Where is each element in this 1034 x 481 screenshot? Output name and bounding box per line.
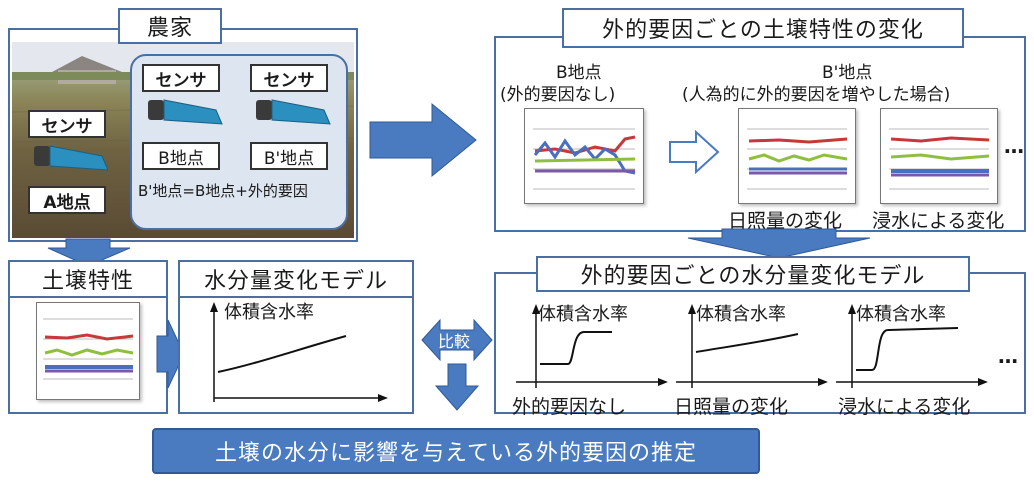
compare-label: 比較 xyxy=(438,332,471,351)
sensor-bprime-icon xyxy=(256,99,331,125)
sensor-b-icon xyxy=(148,99,223,125)
soil-props-title: 土壌特性 xyxy=(8,260,168,298)
factor-none-caption: 外的要因なし xyxy=(512,396,627,418)
moisture-y-axis-label: 体積含水率 xyxy=(224,302,314,323)
soil-props-chart-plot xyxy=(43,318,134,380)
factor-sunlight-caption: 日照量の変化 xyxy=(674,396,789,418)
soil-props-chart xyxy=(36,302,140,400)
factor-none-y-axis: 体積含水率 xyxy=(538,304,628,325)
arrow-down-wide xyxy=(687,228,871,259)
sensor-label-b: センサ xyxy=(142,64,220,92)
compare-double-arrow xyxy=(421,318,493,411)
hollow-arrow-icon xyxy=(669,130,720,174)
point-bprime-label: B'地点 xyxy=(250,142,328,170)
sunlight-soil-chart xyxy=(738,108,856,204)
sensor-label-bprime: センサ xyxy=(250,64,328,92)
conclusion-banner: 土壌の水分に影響を与えている外的要因の推定 xyxy=(152,428,760,474)
factor-models-title: 外的要因ごとの水分量変化モデル xyxy=(536,256,970,292)
arrow-right-large xyxy=(369,102,477,178)
factor-flood-y-axis: 体積含水率 xyxy=(856,304,946,325)
point-b-label: B地点 xyxy=(142,142,220,170)
point-a-label: A地点 xyxy=(28,186,106,214)
flood-soil-chart-plot xyxy=(889,128,990,190)
sensor-label-a: センサ xyxy=(28,110,106,138)
b-point-sub: (外的要因なし) xyxy=(500,85,616,105)
equation-text: B'地点=B地点+外的要因 xyxy=(138,182,308,200)
factor-graph-flood xyxy=(836,304,988,388)
arrow-right-small xyxy=(156,319,185,389)
caption-sunlight: 日照量の変化 xyxy=(728,210,843,232)
bprime-point-sub: (人為的に外的要因を増やした場合) xyxy=(682,85,951,105)
flood-soil-chart xyxy=(880,108,998,204)
caption-flood: 浸水による変化 xyxy=(872,210,1005,232)
arrow-down-small xyxy=(47,238,131,267)
soil-ellipsis: … xyxy=(1004,134,1024,158)
farmer-title: 農家 xyxy=(118,8,222,44)
factor-flood-caption: 浸水による変化 xyxy=(838,396,971,418)
factor-sunlight-y-axis: 体積含水率 xyxy=(696,304,786,325)
factor-ellipsis: … xyxy=(998,344,1018,368)
moisture-model-title: 水分量変化モデル xyxy=(178,260,414,298)
factor-graph-sunlight xyxy=(676,304,828,388)
sunlight-soil-chart-plot xyxy=(747,128,848,190)
moisture-model-graph xyxy=(210,302,388,402)
b-soil-chart xyxy=(524,108,644,204)
factor-models-panel xyxy=(494,272,1026,414)
soil-change-title: 外的要因ごとの土壌特性の変化 xyxy=(562,8,964,48)
sensor-a-icon xyxy=(34,145,109,171)
b-soil-chart-plot xyxy=(533,128,636,190)
moisture-model-panel xyxy=(178,284,414,414)
b-point-heading: B地点 xyxy=(556,63,602,83)
bprime-point-heading: B'地点 xyxy=(822,63,873,83)
factor-graph-none xyxy=(516,304,668,388)
